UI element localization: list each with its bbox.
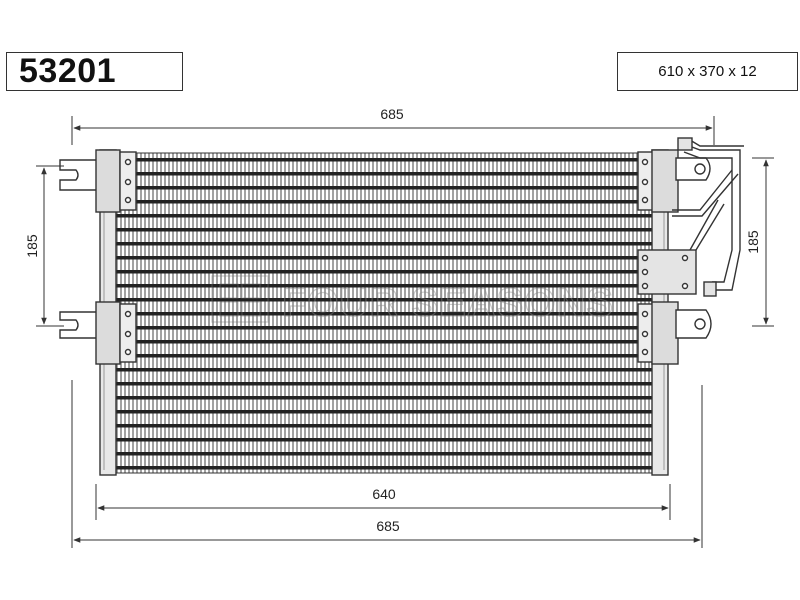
left-lower-bracket xyxy=(59,301,137,365)
part-number: 53201 xyxy=(19,52,117,90)
size-label: 610 x 370 x 12 xyxy=(658,63,757,80)
right-pipe-connector xyxy=(637,249,697,295)
tube xyxy=(114,186,654,190)
tube xyxy=(114,396,654,400)
size-box: 610 x 370 x 12 xyxy=(617,52,798,91)
tube xyxy=(114,410,654,414)
tube xyxy=(114,368,654,372)
tube xyxy=(114,340,654,344)
tube xyxy=(114,256,654,260)
tube xyxy=(114,270,654,274)
tube xyxy=(114,158,654,162)
tube xyxy=(114,312,654,316)
tube xyxy=(114,438,654,442)
tube xyxy=(114,298,654,302)
tube xyxy=(114,284,654,288)
tube xyxy=(114,172,654,176)
dim-top-width: 685 xyxy=(380,106,404,122)
tube xyxy=(114,354,654,358)
tube xyxy=(114,242,654,246)
dim-bottom-inner-width: 640 xyxy=(372,486,396,502)
left-upper-bracket xyxy=(59,149,137,213)
tube xyxy=(114,382,654,386)
dim-right-height: 185 xyxy=(745,230,761,254)
refrigerant-pipes xyxy=(672,137,744,297)
part-number-box: 53201 xyxy=(6,52,183,91)
watermark-text: FOUR SEASONS xyxy=(282,281,614,325)
tube xyxy=(114,466,654,470)
tube xyxy=(114,452,654,456)
tube xyxy=(114,200,654,204)
condenser-tubes xyxy=(114,158,654,470)
dim-bottom-outer-width: 685 xyxy=(376,518,400,534)
right-lower-bracket xyxy=(637,301,712,365)
right-upper-bracket xyxy=(637,149,711,213)
tube xyxy=(114,228,654,232)
watermark-logo xyxy=(211,275,269,323)
tube xyxy=(114,424,654,428)
tube xyxy=(114,326,654,330)
tube xyxy=(114,214,654,218)
dim-left-height: 185 xyxy=(24,234,40,258)
